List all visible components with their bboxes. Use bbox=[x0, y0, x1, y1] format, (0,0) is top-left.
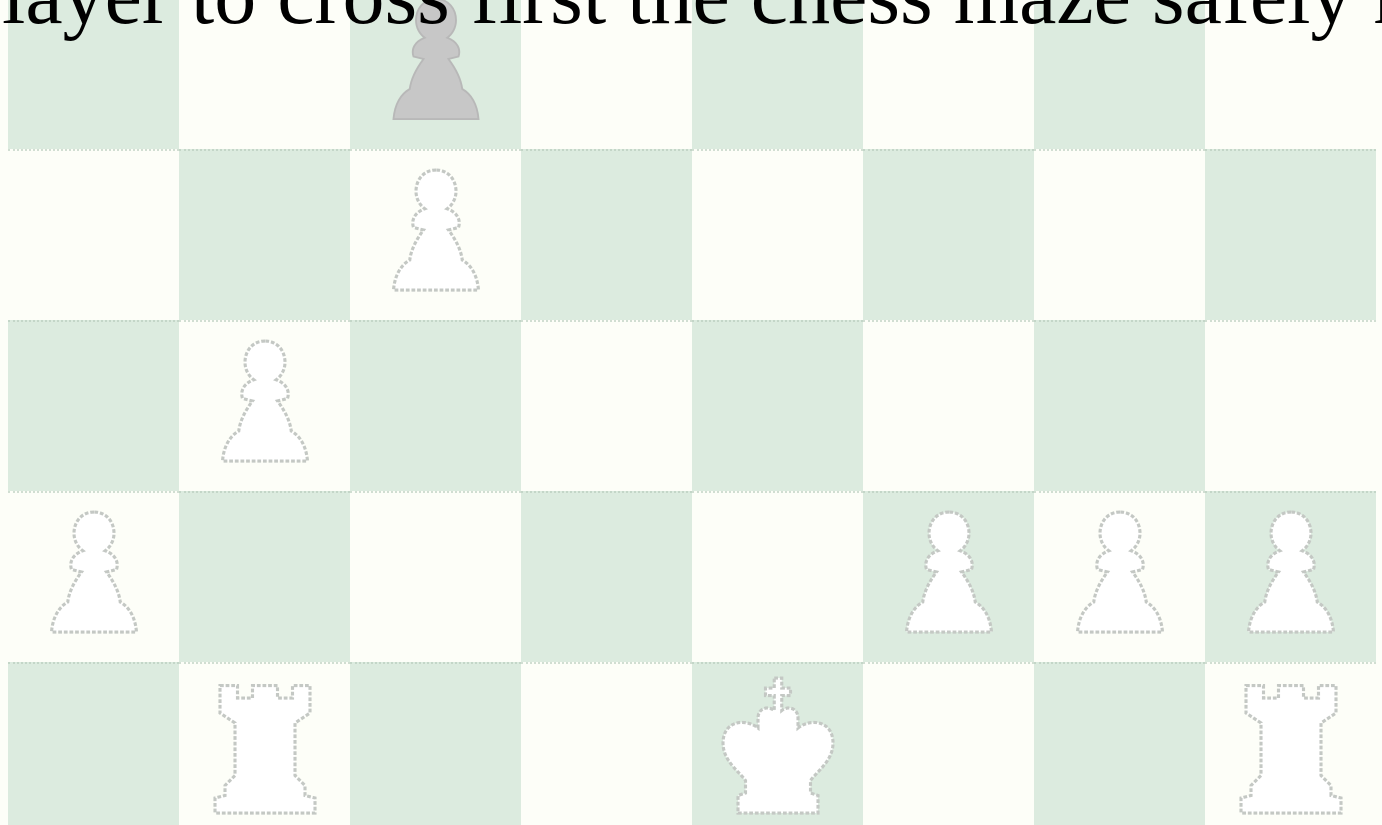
white-pawn-icon[interactable] bbox=[863, 491, 1034, 662]
board-square-b3[interactable] bbox=[179, 320, 350, 491]
board-square-f2[interactable] bbox=[863, 491, 1034, 662]
white-rook-icon[interactable] bbox=[179, 662, 350, 825]
instruction-caption: player to cross first the chess maze saf… bbox=[0, 0, 1382, 38]
board-square-e1[interactable] bbox=[692, 662, 863, 825]
white-pawn-icon[interactable] bbox=[350, 149, 521, 320]
white-king-icon[interactable] bbox=[692, 662, 863, 825]
board-square-c3[interactable] bbox=[350, 320, 521, 491]
board-square-d1[interactable] bbox=[521, 662, 692, 825]
board-square-b1[interactable] bbox=[179, 662, 350, 825]
board-square-b4[interactable] bbox=[179, 149, 350, 320]
board-square-g3[interactable] bbox=[1034, 320, 1205, 491]
board-square-e4[interactable] bbox=[692, 149, 863, 320]
board-square-c2[interactable] bbox=[350, 491, 521, 662]
board-square-f1[interactable] bbox=[863, 662, 1034, 825]
board-square-a4[interactable] bbox=[8, 149, 179, 320]
board-square-g2[interactable] bbox=[1034, 491, 1205, 662]
board-square-h2[interactable] bbox=[1205, 491, 1376, 662]
board-square-h4[interactable] bbox=[1205, 149, 1376, 320]
white-rook-icon[interactable] bbox=[1205, 662, 1376, 825]
board-square-e3[interactable] bbox=[692, 320, 863, 491]
white-pawn-icon[interactable] bbox=[8, 491, 179, 662]
board-square-a3[interactable] bbox=[8, 320, 179, 491]
board-square-c1[interactable] bbox=[350, 662, 521, 825]
board-square-g1[interactable] bbox=[1034, 662, 1205, 825]
board-square-h3[interactable] bbox=[1205, 320, 1376, 491]
board-square-d4[interactable] bbox=[521, 149, 692, 320]
board-square-d3[interactable] bbox=[521, 320, 692, 491]
board-square-d2[interactable] bbox=[521, 491, 692, 662]
board-square-a2[interactable] bbox=[8, 491, 179, 662]
board-square-f4[interactable] bbox=[863, 149, 1034, 320]
white-pawn-icon[interactable] bbox=[179, 320, 350, 491]
chess-board[interactable] bbox=[8, 0, 1374, 825]
board-square-c4[interactable] bbox=[350, 149, 521, 320]
board-square-h1[interactable] bbox=[1205, 662, 1376, 825]
white-pawn-icon[interactable] bbox=[1034, 491, 1205, 662]
board-square-e2[interactable] bbox=[692, 491, 863, 662]
white-pawn-icon[interactable] bbox=[1205, 491, 1376, 662]
board-square-a1[interactable] bbox=[8, 662, 179, 825]
board-square-f3[interactable] bbox=[863, 320, 1034, 491]
board-square-b2[interactable] bbox=[179, 491, 350, 662]
board-square-g4[interactable] bbox=[1034, 149, 1205, 320]
